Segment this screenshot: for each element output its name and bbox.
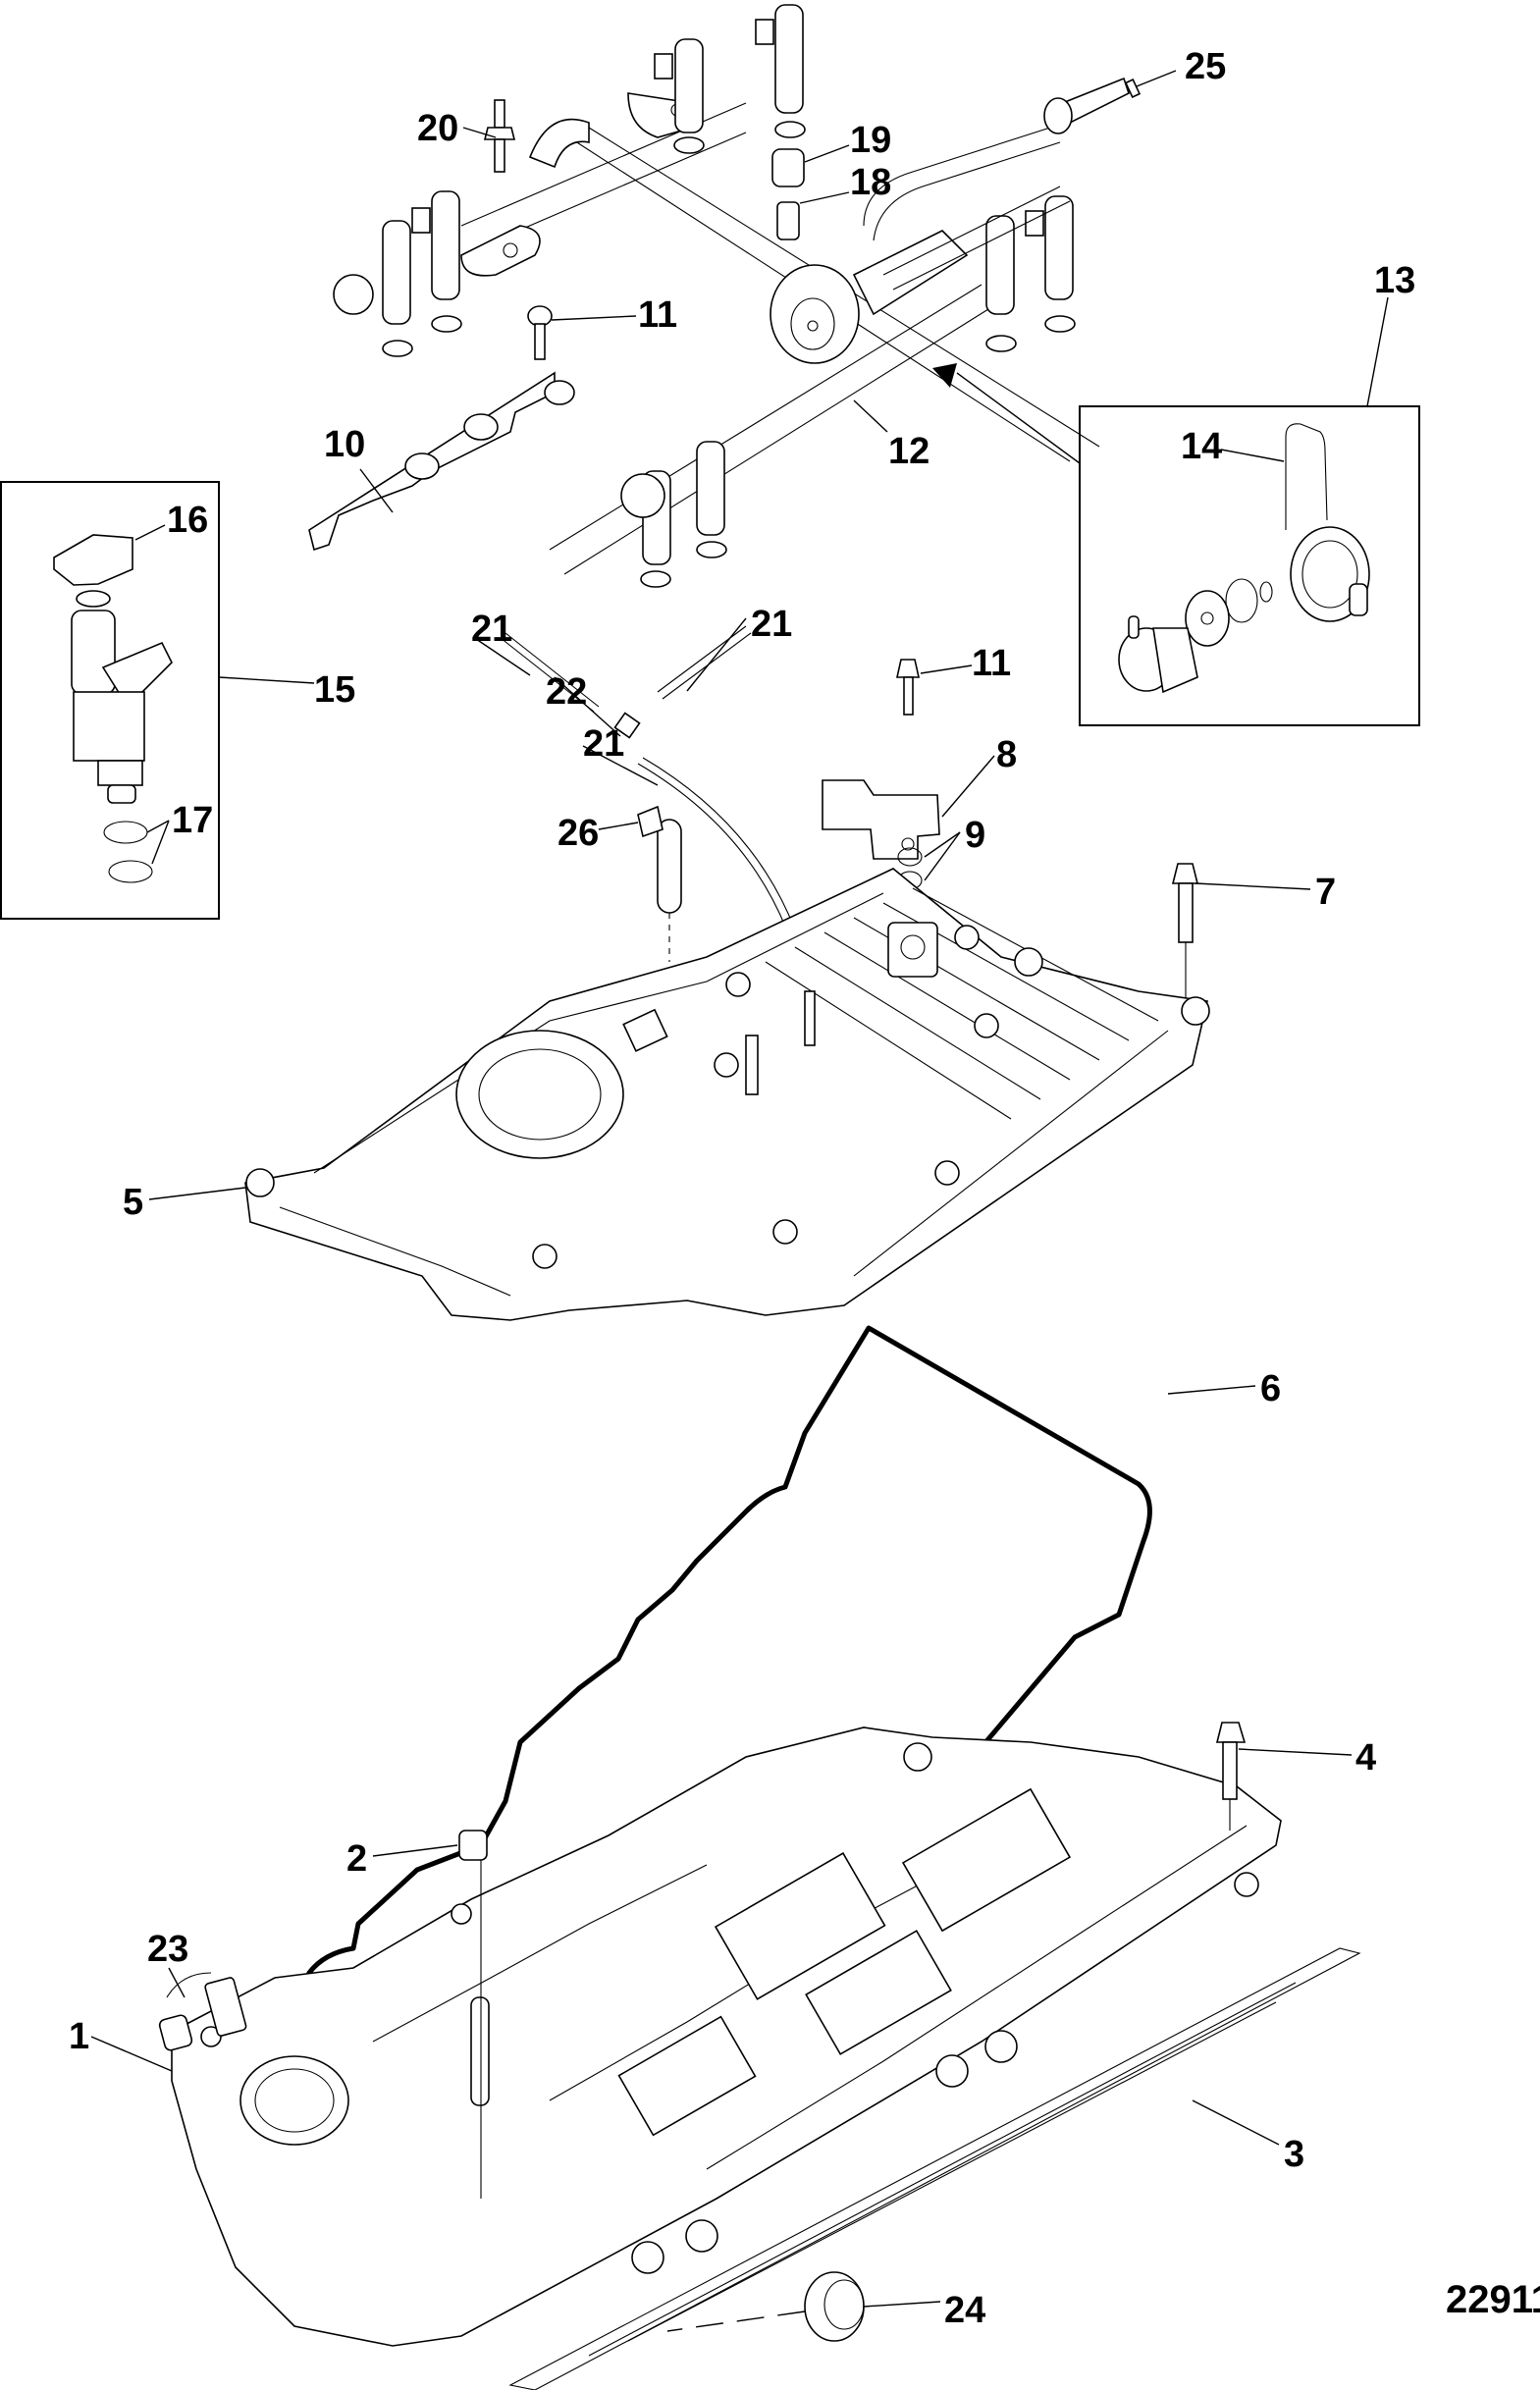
plug (804, 2271, 865, 2342)
fuel-rail-assembly (333, 4, 1100, 588)
regulator-housing (1290, 526, 1370, 622)
o-ring (1259, 581, 1273, 603)
filter-screen (1185, 590, 1230, 647)
fuel-line-fitting (1043, 77, 1142, 134)
o-ring (897, 847, 923, 867)
fuel-injector (755, 4, 806, 138)
schrader-valve (776, 201, 800, 240)
callout-8: 8 (996, 734, 1017, 775)
o-ring (108, 860, 153, 883)
callout-26: 26 (558, 813, 599, 854)
screw (527, 305, 553, 360)
callout-9: 9 (965, 815, 985, 856)
callout-20: 20 (417, 108, 458, 149)
callout-2: 2 (346, 1838, 367, 1880)
injector-kit-inset (0, 481, 220, 920)
map-sensor (822, 779, 940, 860)
bolt (1171, 863, 1199, 1011)
callout-11-lower: 11 (972, 643, 1011, 684)
bolt (1215, 1722, 1247, 1831)
callout-5: 5 (123, 1182, 143, 1223)
callout-3: 3 (1284, 2134, 1304, 2175)
plug (458, 1830, 488, 2199)
callout-1: 1 (69, 2016, 89, 2057)
arrow-icon (932, 363, 957, 388)
fuel-injector (411, 190, 462, 333)
fuel-injector (620, 470, 671, 588)
fuel-injector (71, 590, 173, 804)
callout-21-lower: 21 (583, 723, 624, 765)
fuel-rail-bracket (308, 371, 575, 552)
callout-21-right: 21 (751, 604, 792, 645)
pressure-regulator (770, 230, 969, 364)
elbow-fitting (637, 805, 682, 914)
upper-intake-manifold (244, 868, 1210, 1321)
fuel-injector (1025, 195, 1076, 333)
callout-16: 16 (167, 500, 208, 541)
callout-13: 13 (1374, 260, 1415, 301)
callout-23: 23 (147, 1929, 188, 1970)
regulator-kit-inset (1079, 405, 1420, 726)
callout-7: 7 (1315, 872, 1336, 913)
injector-clip (53, 534, 133, 586)
retaining-clip (1285, 423, 1328, 530)
regulator (1118, 615, 1198, 694)
callout-25: 25 (1185, 46, 1226, 87)
callout-19: 19 (850, 120, 891, 161)
callout-14: 14 (1181, 426, 1222, 467)
figure-number: 22911 (1446, 2278, 1540, 2321)
callout-21-left: 21 (471, 609, 512, 650)
leader-lines (90, 70, 1389, 2308)
callout-24: 24 (944, 2290, 985, 2331)
callout-4: 4 (1355, 1737, 1376, 1779)
o-ring (1225, 578, 1258, 623)
intake-gasket (508, 1947, 1361, 2390)
tee-fitting (613, 712, 641, 739)
fuel-injector (985, 215, 1017, 352)
callout-22: 22 (546, 671, 587, 713)
callout-17: 17 (172, 800, 213, 841)
fuel-injector (696, 441, 727, 558)
plug-and-fitting (158, 1972, 247, 2051)
callout-12: 12 (888, 431, 929, 472)
lower-intake-manifold (171, 1726, 1282, 2347)
callout-11-upper: 11 (638, 294, 677, 336)
screw (896, 659, 920, 716)
cap (771, 148, 805, 187)
fuel-injector (654, 38, 705, 154)
callout-15: 15 (314, 669, 355, 711)
callout-labels: 25 20 19 18 11 13 14 10 12 16 15 17 21 2… (69, 46, 1540, 2331)
fuel-injector (333, 220, 413, 357)
callout-6: 6 (1260, 1368, 1281, 1409)
callout-18: 18 (850, 162, 891, 203)
callout-10: 10 (324, 424, 365, 465)
o-ring (103, 821, 148, 844)
